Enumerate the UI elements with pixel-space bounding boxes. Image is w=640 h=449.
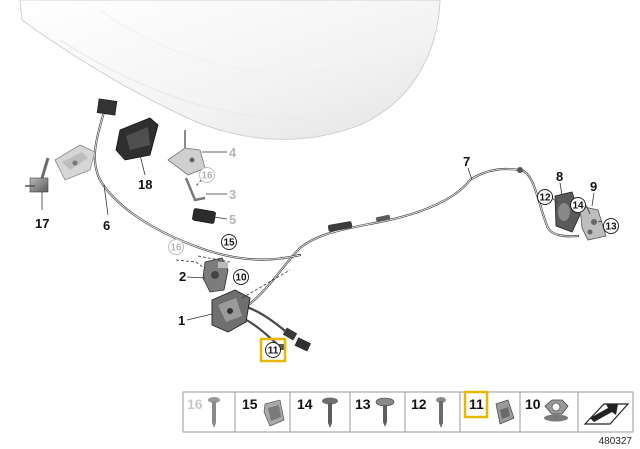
callout-17: 17 (35, 216, 49, 231)
bowden-cable-main (226, 167, 580, 320)
legend-item-15: 15 (242, 396, 285, 427)
svg-text:15: 15 (242, 396, 258, 412)
callout-5: 5 (229, 212, 236, 227)
callout-15-circle: 15 (221, 234, 237, 250)
callout-18: 18 (138, 177, 152, 192)
callout-14-circle: 14 (570, 197, 586, 213)
svg-text:10: 10 (525, 396, 541, 412)
legend-item-10: 10 (525, 396, 569, 422)
svg-text:14: 14 (572, 201, 584, 212)
legend-item-13: 13 (355, 396, 395, 427)
callout-9: 9 (590, 179, 597, 194)
svg-text:11: 11 (469, 396, 484, 412)
svg-text:12: 12 (539, 193, 551, 204)
part-5-buffer (192, 208, 216, 224)
svg-text:14: 14 (297, 396, 313, 412)
callout-16-circle-top: 16 (199, 167, 215, 183)
callout-6: 6 (103, 218, 110, 233)
svg-text:16: 16 (187, 396, 203, 412)
callout-10-circle: 10 (233, 269, 249, 285)
callout-8: 8 (556, 169, 563, 184)
callout-3: 3 (229, 187, 236, 202)
legend-item-16: 16 (187, 396, 220, 428)
svg-text:10: 10 (235, 273, 247, 284)
fastener-legend-strip: 16 15 14 13 12 (182, 390, 634, 433)
callout-13-circle: 13 (603, 218, 619, 234)
leader-lines (41, 151, 603, 321)
svg-text:13: 13 (605, 222, 617, 233)
callout-labels: 17 6 18 4 3 5 7 8 9 2 1 (35, 145, 597, 328)
svg-text:16: 16 (170, 243, 182, 254)
direction-arrow-icon (583, 403, 630, 425)
legend-item-11: 11 (463, 390, 515, 425)
legend-item-14: 14 (297, 396, 338, 428)
callout-1: 1 (178, 313, 185, 328)
callout-2: 2 (179, 269, 186, 284)
callout-16-circle-left: 16 (168, 239, 184, 255)
svg-text:13: 13 (355, 396, 371, 412)
part-3-strap (184, 177, 206, 202)
bowden-cable-release (93, 110, 302, 261)
reference-number: 480327 (599, 436, 633, 447)
hood-latch-bracket (54, 144, 96, 181)
callout-4: 4 (229, 145, 237, 160)
part-2-switch (202, 257, 229, 293)
part-1-hood-lock (211, 289, 251, 333)
part-4-bracket (167, 130, 206, 176)
callout-7: 7 (463, 154, 470, 169)
circled-callouts: 16 15 16 10 11 12 14 13 (168, 167, 619, 363)
svg-text:16: 16 (201, 171, 213, 182)
svg-text:11: 11 (268, 346, 279, 357)
svg-text:15: 15 (223, 238, 235, 249)
svg-text:12: 12 (411, 396, 427, 412)
part-18-release-handle (96, 98, 159, 161)
hood (19, 0, 441, 140)
callout-12-circle: 12 (537, 189, 553, 205)
part-9-right-bracket (579, 205, 607, 241)
part-17-support-rod (25, 157, 50, 193)
legend-item-12: 12 (411, 396, 446, 428)
callout-11-highlight: 11 (259, 337, 287, 363)
